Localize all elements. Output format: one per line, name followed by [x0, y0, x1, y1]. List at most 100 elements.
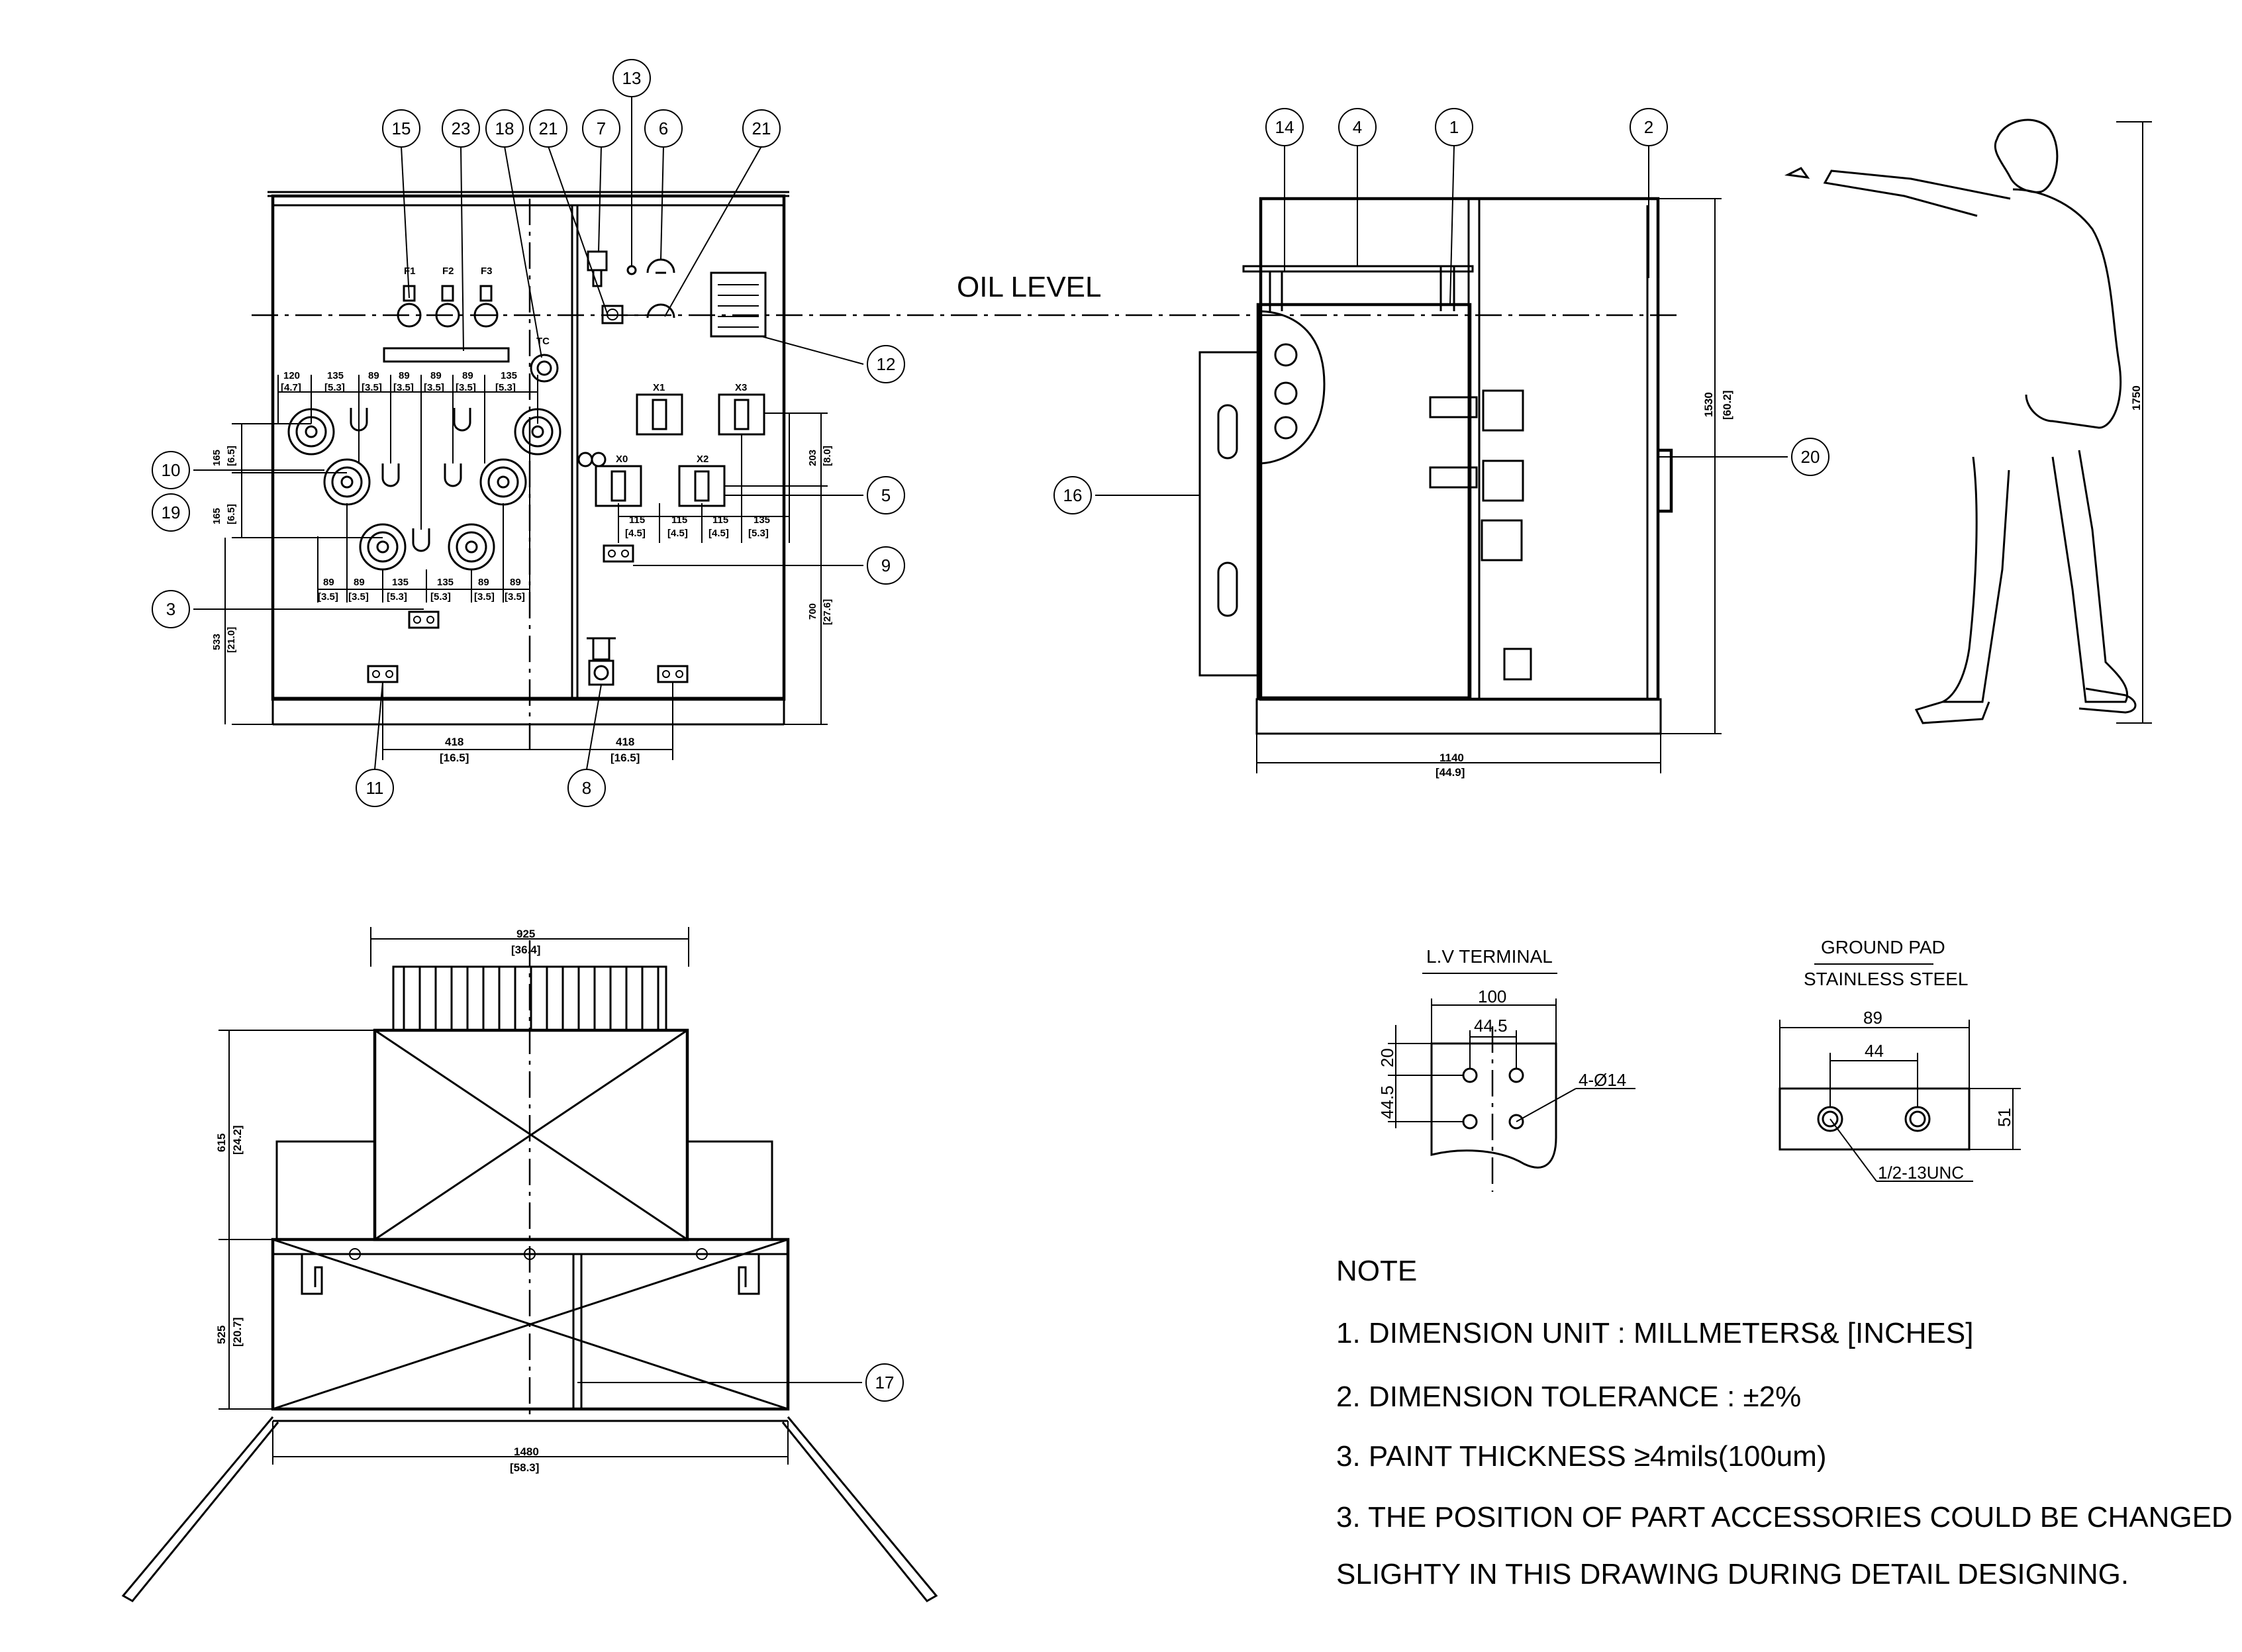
lv-terminal-detail: L.V TERMINAL 100 44.5 44.5 20 4-Ø14 — [1377, 946, 1635, 1192]
ground-pad-subtitle: STAINLESS STEEL — [1804, 969, 1968, 989]
balloon: 4 — [1338, 108, 1377, 146]
dim-text: 1750 — [2130, 385, 2143, 411]
balloon: 15 — [382, 109, 420, 148]
dim-text: 89 — [510, 577, 521, 588]
front-top-dims: 120 [4.7] 135 [5.3] 89 [3.5] 89 [3.5] 89… — [277, 370, 538, 530]
dim-text: [36.4] — [511, 944, 540, 956]
dim-text: 925 — [516, 928, 535, 940]
dim-text: 115 — [671, 514, 687, 526]
dim-text: [5.3] — [748, 528, 769, 539]
ground-pad-detail: GROUND PAD STAINLESS STEEL 89 44 51 1/2-… — [1779, 937, 2021, 1183]
dim-text: [3.5] — [474, 591, 495, 603]
note-line: 2. DIMENSION TOLERANCE : ±2% — [1336, 1381, 1801, 1413]
dim-text: 203 — [807, 450, 818, 466]
dim-text: [3.5] — [318, 591, 338, 603]
balloon: 5 — [867, 476, 905, 514]
dim-text: 1480 — [514, 1445, 539, 1458]
dim-text: 120 — [283, 370, 300, 381]
dim-text: [6.5] — [226, 504, 237, 524]
front-width-dims: 418 [16.5] 418 [16.5] — [382, 682, 673, 764]
dim-text: [44.9] — [1436, 766, 1465, 779]
front-left-dims: 165 [6.5] 165 [6.5] 533 [21.0] — [211, 423, 383, 725]
svg-text:17: 17 — [875, 1373, 895, 1392]
dim-text: [3.5] — [362, 382, 382, 393]
svg-text:5: 5 — [881, 485, 891, 505]
svg-text:8: 8 — [582, 778, 591, 798]
svg-text:21: 21 — [752, 119, 771, 138]
dim-text: 89 — [323, 577, 334, 588]
leader-lines — [193, 97, 1788, 1383]
svg-text:10: 10 — [162, 460, 181, 480]
svg-text:19: 19 — [162, 503, 181, 522]
dim-text: [20.7] — [231, 1318, 244, 1347]
dim-text: [27.6] — [822, 599, 833, 625]
dim-text: 418 — [616, 736, 634, 748]
dim-text: [8.0] — [822, 446, 833, 466]
tap-changer: TC — [530, 336, 559, 383]
oil-level-label: OIL LEVEL — [957, 271, 1102, 303]
dim-text: [3.5] — [424, 382, 444, 393]
dim-text: [21.0] — [226, 627, 237, 653]
oil-level-line: OIL LEVEL — [252, 271, 1682, 316]
balloon: 9 — [867, 546, 905, 585]
side-lv-bushings — [1429, 389, 1532, 681]
dim-text: 89 — [368, 370, 379, 381]
fuse-label: F3 — [481, 266, 493, 277]
dim-text: 533 — [211, 634, 222, 650]
dim-text: 89 — [399, 370, 410, 381]
svg-text:15: 15 — [392, 119, 411, 138]
svg-text:1: 1 — [1449, 117, 1459, 137]
dim-text: 1530 — [1702, 392, 1715, 417]
front-bottom-dims: 89 [3.5] 89 [3.5] 135 [5.3] 135 [5.3] 89… — [317, 437, 530, 603]
dim-text: [6.5] — [226, 446, 237, 466]
dim-text: [3.5] — [348, 591, 369, 603]
dim-text: [16.5] — [440, 752, 469, 764]
svg-text:9: 9 — [881, 556, 891, 575]
dim-text: 44 — [1865, 1041, 1884, 1061]
fuse-holders: F1 F2 F3 — [397, 266, 499, 328]
balloon: 17 — [865, 1363, 904, 1402]
svg-text:3: 3 — [166, 599, 175, 619]
svg-text:7: 7 — [597, 119, 606, 138]
dim-text: [58.3] — [510, 1461, 539, 1474]
balloon: 21 — [742, 109, 781, 148]
dim-text: 135 — [437, 577, 454, 588]
notes-title: NOTE — [1336, 1255, 1417, 1287]
note-line: SLIGHTY IN THIS DRAWING DURING DETAIL DE… — [1336, 1558, 2129, 1590]
svg-text:13: 13 — [622, 68, 642, 88]
dim-text: [5.3] — [324, 382, 345, 393]
balloon: 7 — [582, 109, 620, 148]
dim-text: [60.2] — [1721, 391, 1733, 420]
balloon: 6 — [644, 109, 683, 148]
dim-text: [3.5] — [456, 382, 476, 393]
balloon: 2 — [1630, 108, 1668, 146]
dim-text: 44.5 — [1474, 1016, 1508, 1036]
note-line: 1. DIMENSION UNIT : MILLMETERS& [INCHES] — [1336, 1317, 1973, 1349]
dim-text: [5.3] — [387, 591, 407, 603]
svg-text:20: 20 — [1801, 447, 1820, 467]
note-line: 3. PAINT THICKNESS ≥4mils(100um) — [1336, 1440, 1827, 1473]
dim-text: 51 — [1994, 1108, 2014, 1127]
dim-text: 89 — [1863, 1008, 1882, 1028]
lv-terminals: X1 X3 X0 X2 115 [4.5] 115 [4.5] 115 [4.5… — [577, 382, 833, 725]
dim-text: [4.5] — [625, 528, 646, 539]
dim-text: 1/2-13UNC — [1878, 1163, 1964, 1183]
dim-text: 1140 — [1439, 752, 1464, 764]
dim-text: 44.5 — [1377, 1085, 1397, 1119]
hv-bushings — [287, 408, 561, 571]
svg-text:23: 23 — [452, 119, 471, 138]
svg-text:2: 2 — [1644, 117, 1653, 137]
dim-text: 89 — [478, 577, 489, 588]
dim-text: 115 — [629, 514, 645, 526]
dim-text: 4-Ø14 — [1579, 1070, 1626, 1090]
dim-text: [5.3] — [430, 591, 451, 603]
balloon: 8 — [567, 769, 606, 807]
dim-text: 135 — [501, 370, 517, 381]
dim-text: [24.2] — [231, 1126, 244, 1155]
dim-text: 165 — [211, 450, 222, 466]
balloon: 20 — [1791, 438, 1829, 476]
dim-text: [3.5] — [505, 591, 525, 603]
person-scale-figure — [1784, 119, 2137, 724]
dim-text: 135 — [392, 577, 409, 588]
dim-text: 615 — [215, 1134, 228, 1152]
